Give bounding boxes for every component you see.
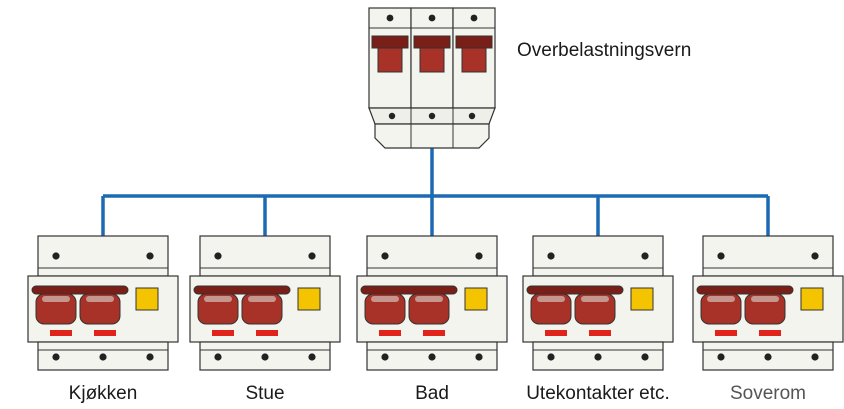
terminal-screw [308, 252, 316, 260]
handle-highlight [415, 296, 443, 302]
terminal-screw [470, 14, 478, 22]
terminal-screw [764, 353, 772, 361]
handle-highlight [248, 296, 276, 302]
terminal-screw [428, 353, 436, 361]
terminal-screw [475, 353, 483, 361]
rcbo-breaker [356, 235, 508, 371]
circuit-label: Stue [245, 383, 285, 404]
circuit-label: Kjøkken [68, 383, 138, 404]
terminal-screw [146, 353, 154, 361]
test-button [464, 287, 488, 311]
indicator-led [256, 330, 278, 336]
toggle-handle [461, 47, 487, 73]
terminal-screw [641, 353, 649, 361]
toggle-bar [31, 285, 129, 295]
rcbo-breaker [522, 235, 674, 371]
handle-highlight [371, 296, 399, 302]
terminal-screw [146, 252, 154, 260]
terminal-screw [381, 353, 389, 361]
indicator-led [589, 330, 611, 336]
circuit-label: Soverom [729, 383, 807, 404]
terminal-screw [381, 252, 389, 260]
terminal-screw [547, 353, 555, 361]
terminal-screw [428, 112, 436, 120]
terminal-screw [214, 353, 222, 361]
main-breaker [368, 7, 496, 149]
test-button [630, 287, 654, 311]
terminal-screw [386, 14, 394, 22]
toggle-handle [419, 47, 445, 73]
terminal-screw [308, 353, 316, 361]
terminal-screw [468, 112, 476, 120]
toggle-handle [377, 47, 403, 73]
terminal-screw [811, 252, 819, 260]
test-button [135, 287, 159, 311]
handle-highlight [707, 296, 735, 302]
terminal-screw [475, 252, 483, 260]
main-breaker-base [374, 123, 490, 149]
toggle-bar [526, 285, 624, 295]
indicator-led [50, 330, 72, 336]
terminal-screw [811, 353, 819, 361]
indicator-led [94, 330, 116, 336]
rcbo-breaker [189, 235, 341, 371]
terminal-screw [717, 252, 725, 260]
handle-highlight [537, 296, 565, 302]
handle-highlight [86, 296, 114, 302]
terminal-screw [428, 14, 436, 22]
indicator-led [715, 330, 737, 336]
breaker-top [366, 235, 498, 277]
terminal-screw [717, 353, 725, 361]
terminal-screw [261, 353, 269, 361]
terminal-screw [52, 252, 60, 260]
breaker-top [199, 235, 331, 277]
toggle-bar [696, 285, 794, 295]
circuit-label: Bad [415, 383, 449, 404]
test-button [800, 287, 824, 311]
terminal-screw [214, 252, 222, 260]
handle-highlight [581, 296, 609, 302]
terminal-screw [99, 353, 107, 361]
indicator-led [545, 330, 567, 336]
handle-highlight [42, 296, 70, 302]
terminal-screw [388, 112, 396, 120]
branch-breakers [27, 235, 844, 371]
toggle-bar [193, 285, 291, 295]
rcbo-breaker [692, 235, 844, 371]
toggle-handle-base [455, 35, 493, 49]
toggle-bar [360, 285, 458, 295]
indicator-led [423, 330, 445, 336]
terminal-screw [52, 353, 60, 361]
terminal-screw [641, 252, 649, 260]
toggle-handle-base [413, 35, 451, 49]
rcbo-breaker [27, 235, 179, 371]
breaker-top [37, 235, 169, 277]
indicator-led [379, 330, 401, 336]
toggle-handle-base [371, 35, 409, 49]
distribution-bus [101, 140, 770, 238]
handle-highlight [204, 296, 232, 302]
terminal-screw [594, 353, 602, 361]
indicator-led [759, 330, 781, 336]
handle-highlight [751, 296, 779, 302]
breaker-top [702, 235, 834, 277]
indicator-led [212, 330, 234, 336]
main-breaker-label: Overbelastningsvern [517, 40, 692, 61]
test-button [297, 287, 321, 311]
terminal-screw [547, 252, 555, 260]
circuit-label: Utekontakter etc. [526, 383, 670, 404]
